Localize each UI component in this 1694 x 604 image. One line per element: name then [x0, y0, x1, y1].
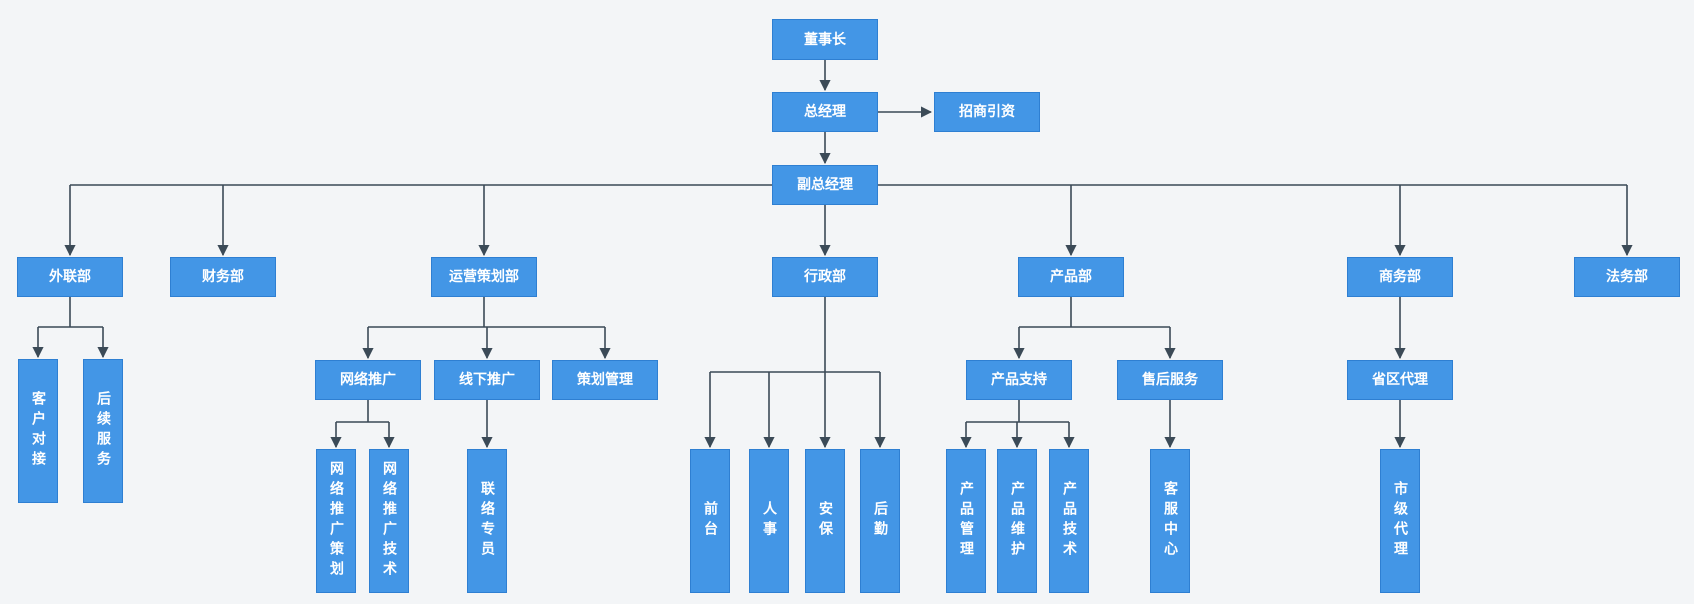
node-customer-center: 客服中心 [1150, 449, 1190, 593]
edge-product-bus [1019, 297, 1170, 328]
node-legal: 法务部 [1574, 257, 1680, 297]
node-liaison: 联络专员 [467, 449, 507, 593]
node-investment: 招商引资 [934, 92, 1040, 132]
edge-netpromo-bus [336, 400, 389, 423]
node-operations: 运营策划部 [431, 257, 537, 297]
node-offline-promo: 线下推广 [434, 360, 540, 400]
edge-admin-bus [710, 297, 880, 373]
node-product-tech: 产品技术 [1049, 449, 1089, 593]
node-front-desk: 前台 [690, 449, 730, 593]
node-external: 外联部 [17, 257, 123, 297]
edge-external-bus [38, 297, 103, 328]
node-business: 商务部 [1347, 257, 1453, 297]
node-security: 安保 [805, 449, 845, 593]
node-product-support: 产品支持 [966, 360, 1072, 400]
node-after-service: 后续服务 [83, 359, 123, 503]
node-product-maint: 产品维护 [997, 449, 1037, 593]
node-admin: 行政部 [772, 257, 878, 297]
node-product: 产品部 [1018, 257, 1124, 297]
node-finance: 财务部 [170, 257, 276, 297]
node-deputy-gm: 副总经理 [772, 165, 878, 205]
node-logistics: 后勤 [860, 449, 900, 593]
node-city-agent: 市级代理 [1380, 449, 1420, 593]
node-planning-mgmt: 策划管理 [552, 360, 658, 400]
node-net-promo: 网络推广 [315, 360, 421, 400]
edge-support-bus [966, 400, 1069, 423]
node-net-promo-tech: 网络推广技术 [369, 449, 409, 593]
node-provincial-agent: 省区代理 [1347, 360, 1453, 400]
edge-operations-bus [368, 297, 605, 328]
node-after-sales: 售后服务 [1117, 360, 1223, 400]
node-chairman: 董事长 [772, 19, 878, 60]
node-net-promo-planning: 网络推广策划 [316, 449, 356, 593]
node-gm: 总经理 [772, 92, 878, 132]
node-hr: 人事 [749, 449, 789, 593]
node-product-mgmt: 产品管理 [946, 449, 986, 593]
node-client-contact: 客户对接 [18, 359, 58, 503]
